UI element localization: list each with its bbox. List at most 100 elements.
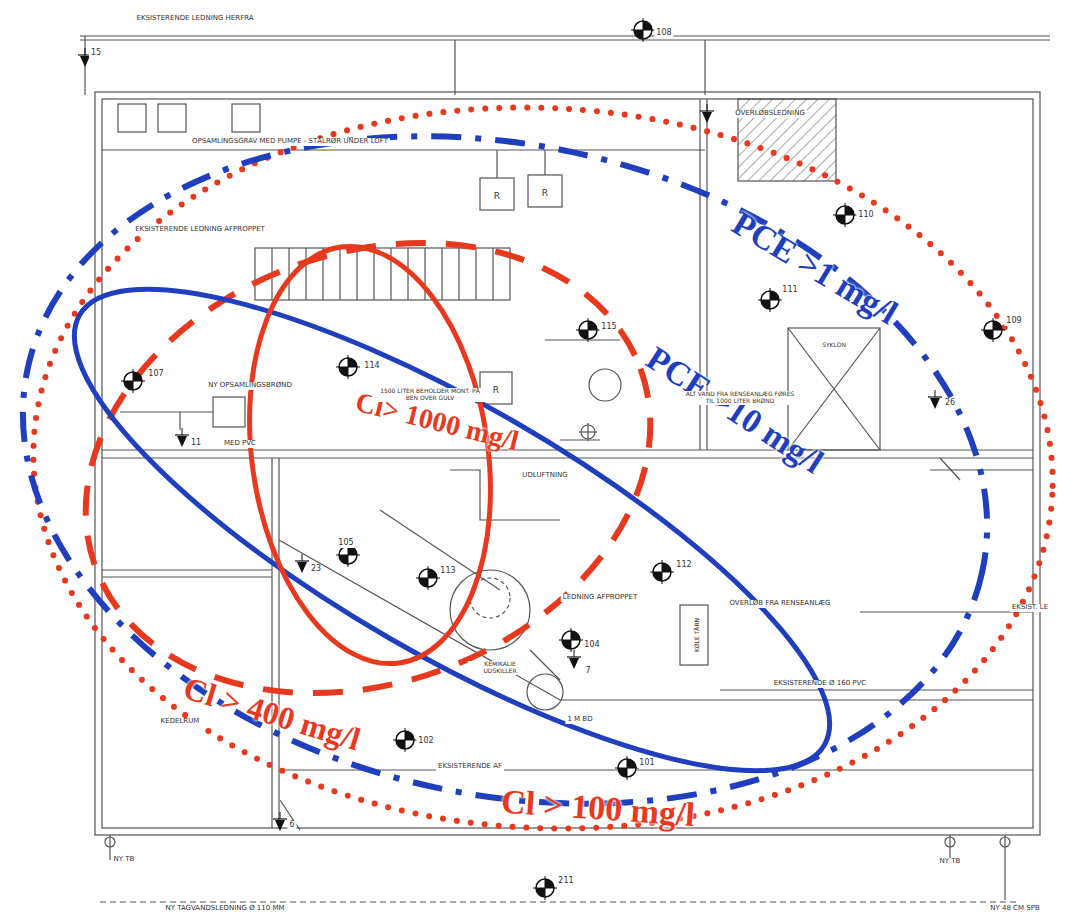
plan-note-holder: EKSISTERENDE Ø 160 PVC xyxy=(772,671,868,689)
well-number-holder: 112 xyxy=(674,553,693,571)
well-number-holder: 211 xyxy=(556,869,575,887)
plan-lines xyxy=(80,36,1050,902)
contour-label-holder: PCE >1 mg/l xyxy=(723,203,906,334)
well-number: 102 xyxy=(416,737,435,746)
plan-note-holder: OVERLØBSLEDNING xyxy=(733,101,807,119)
well-number: 109 xyxy=(1004,317,1023,326)
piezometer-symbols xyxy=(78,48,942,831)
well-number: 211 xyxy=(556,877,575,886)
contour-label-holder: Cl > 400 mg/l xyxy=(177,670,368,759)
plan-note: UDLUFTNING xyxy=(520,472,569,480)
plan-note: KEMIKALIE UDSKILLER xyxy=(468,661,532,674)
plan-note-holder: UDLUFTNING xyxy=(520,463,569,481)
well-number: 107 xyxy=(146,370,165,379)
room-letter-holder: R xyxy=(491,379,501,397)
plan-note-holder: SYKLON xyxy=(820,333,848,351)
well-number-holder: 110 xyxy=(856,203,875,221)
plan-note: KEDELRUM xyxy=(159,718,202,726)
plan-note: NY TB xyxy=(938,858,963,866)
plan-note-holder: MED PVC xyxy=(222,431,258,449)
plan-note-holder: NY TB xyxy=(938,849,963,867)
room-letter: R xyxy=(491,386,501,396)
room-letter: R xyxy=(540,189,550,199)
piezometer-number-holder: 23 xyxy=(309,557,323,575)
plan-note: 1500 LITER BEHOLDER MONT. PÅ BEN OVER GU… xyxy=(372,388,488,401)
well-symbols xyxy=(121,18,1005,900)
plan-note-holder: NY 48 CM SPB xyxy=(988,896,1042,914)
room-letter-holder: R xyxy=(540,182,550,200)
plan-note-holder: KEDELRUM xyxy=(159,709,202,727)
contour-label-holder: PCE >10 mg/l xyxy=(637,338,832,483)
plan-note: ALT VAND FRA RENSEANLÆG FØRES TIL 1000 L… xyxy=(683,391,797,404)
plan-note: OVERLØB FRA RENSEANLÆG xyxy=(727,600,832,608)
pce-1-contour xyxy=(0,51,1050,890)
piezometer-number: 6 xyxy=(287,821,296,830)
well-number: 113 xyxy=(438,567,457,576)
plan-note-holder: KØLE TÅRN xyxy=(685,616,703,654)
plan-note: EKSISTERENDE AF xyxy=(436,763,504,771)
plan-note: EKSIST. LE xyxy=(1010,604,1050,612)
plan-note-holder: OPSAMLINGSGRAV MED PUMPE - STÅLRØR UNDER… xyxy=(190,129,390,147)
well-number-holder: 113 xyxy=(438,559,457,577)
plan-note-holder: NY TAGVANDSLEDNING Ø 110 MM xyxy=(163,896,286,914)
well-number-holder: 105 xyxy=(336,531,355,549)
plan-note: OVERLØBSLEDNING xyxy=(733,110,807,118)
well-number: 110 xyxy=(856,211,875,220)
plan-note-holder: EKSIST. LE xyxy=(1010,595,1050,613)
plan-note-holder: NY OPSAMLINGSBRØND xyxy=(206,373,294,391)
contour-label-holder: Cl > 100 mg/l xyxy=(497,782,699,833)
plan-note-holder: OVERLØB FRA RENSEANLÆG xyxy=(727,591,832,609)
piezometer-number: 15 xyxy=(89,49,103,58)
well-number: 111 xyxy=(780,286,799,295)
contour-lines xyxy=(0,51,1065,890)
well-number-holder: 114 xyxy=(362,354,381,372)
plan-note: MED PVC xyxy=(222,440,258,448)
well-number-holder: 109 xyxy=(1004,309,1023,327)
well-number: 112 xyxy=(674,561,693,570)
piezometer-number-holder: 15 xyxy=(89,41,103,59)
plan-note: NY 48 CM SPB xyxy=(988,905,1042,913)
well-number-holder: 107 xyxy=(146,362,165,380)
plan-note: SYKLON xyxy=(820,342,848,349)
well-number-holder: 102 xyxy=(416,729,435,747)
plan-note: EKSISTERENDE LEDNING HERFRA xyxy=(134,15,255,23)
plan-note: EKSISTERENDE Ø 160 PVC xyxy=(772,680,868,688)
well-number: 108 xyxy=(654,29,673,38)
well-number-holder: 104 xyxy=(582,633,601,651)
plan-note-holder: KEMIKALIE UDSKILLER xyxy=(468,659,532,677)
plan-note: KØLE TÅRN xyxy=(694,616,701,654)
plan-note-holder: 1 M BD xyxy=(565,707,594,725)
cl-1000-contour xyxy=(224,231,516,680)
piezometer-number: 11 xyxy=(189,439,203,448)
piezometer-number-holder: 26 xyxy=(943,391,957,409)
piezometer-number: 26 xyxy=(943,399,957,408)
plan-note: NY TAGVANDSLEDNING Ø 110 MM xyxy=(163,905,286,913)
room-letter: R xyxy=(492,192,502,202)
contour-label: PCE >10 mg/l xyxy=(637,338,832,483)
contour-label: PCE >1 mg/l xyxy=(723,203,906,334)
piezometer-number-holder: 7 xyxy=(583,659,592,677)
plan-note: NY OPSAMLINGSBRØND xyxy=(206,382,294,390)
piezometer-number-holder: 11 xyxy=(189,431,203,449)
piezometer-number: 7 xyxy=(583,667,592,676)
well-number-holder: 101 xyxy=(637,751,656,769)
well-number: 115 xyxy=(599,323,618,332)
plan-note-holder: EKSISTERENDE LEDNING AFPROPPET xyxy=(133,217,267,235)
contour-label: Cl > 100 mg/l xyxy=(497,782,699,833)
plan-note: 1 M BD xyxy=(565,716,594,724)
cl-100-contour xyxy=(15,82,1065,854)
well-number: 114 xyxy=(362,362,381,371)
pce-10-contour xyxy=(17,207,887,854)
well-number-holder: 108 xyxy=(654,21,673,39)
piezometer-number-holder: 6 xyxy=(287,813,296,831)
contour-label: Cl > 400 mg/l xyxy=(177,670,368,759)
well-number: 105 xyxy=(336,539,355,548)
well-number-holder: 111 xyxy=(780,278,799,296)
well-number-holder: 115 xyxy=(599,315,618,333)
plan-note-holder: NY TB xyxy=(112,847,137,865)
well-number: 101 xyxy=(637,759,656,768)
well-number: 104 xyxy=(582,641,601,650)
